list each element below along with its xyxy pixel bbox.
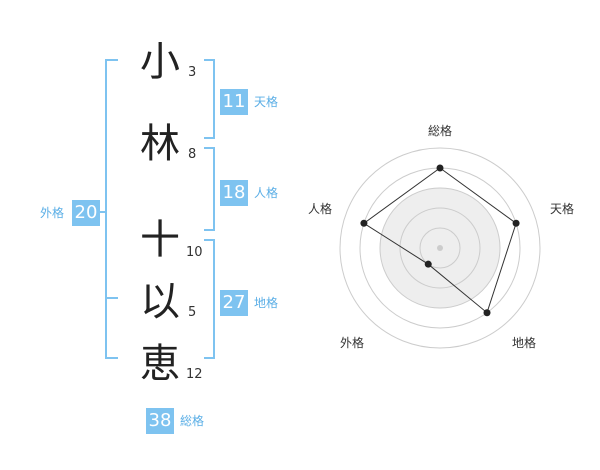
radar-center: [437, 245, 443, 251]
stroke-count-2: 8: [188, 147, 197, 162]
name-char-3: 十: [140, 217, 180, 263]
tenkaku-bracket: [204, 59, 215, 139]
name-char-4: 以: [140, 279, 180, 325]
radar-point-jinkaku: [360, 219, 368, 227]
name-char-2: 林: [140, 121, 180, 167]
jinkaku-label: 人格: [254, 186, 279, 200]
chikaku-label: 地格: [254, 296, 279, 310]
soukaku-label: 総格: [180, 414, 205, 428]
stroke-count-5: 12: [186, 367, 203, 382]
tenkaku-value-badge: 11: [220, 89, 248, 115]
radar-label-tenkaku: 天格: [550, 202, 575, 216]
radar-label-chikaku: 地格: [512, 336, 537, 350]
radar-point-gaikaku: [424, 260, 432, 268]
radar-label-soukaku: 総格: [428, 124, 453, 138]
stroke-count-3: 10: [186, 245, 203, 260]
soukaku-value-badge: 38: [146, 408, 174, 434]
radar-point-chikaku: [483, 309, 491, 317]
jinkaku-bracket: [204, 147, 215, 231]
radar-point-tenkaku: [512, 219, 520, 227]
stroke-count-1: 3: [188, 65, 197, 80]
radar-point-soukaku: [436, 164, 444, 172]
name-char-5: 恵: [140, 341, 180, 387]
gaikaku-label: 外格: [40, 206, 65, 220]
jinkaku-value-badge: 18: [220, 180, 248, 206]
radar-ring-5: [339, 147, 541, 349]
chikaku-bracket: [204, 239, 215, 359]
name-char-1: 小: [140, 39, 180, 85]
radar-polygon: [363, 167, 517, 314]
gaikaku-value-badge: 20: [72, 200, 100, 226]
stroke-count-4: 5: [188, 305, 197, 320]
tenkaku-label: 天格: [254, 95, 279, 109]
gaikaku-bracket: [105, 59, 118, 359]
radar-label-gaikaku: 外格: [340, 336, 365, 350]
radar-label-jinkaku: 人格: [308, 202, 333, 216]
chikaku-value-badge: 27: [220, 290, 248, 316]
